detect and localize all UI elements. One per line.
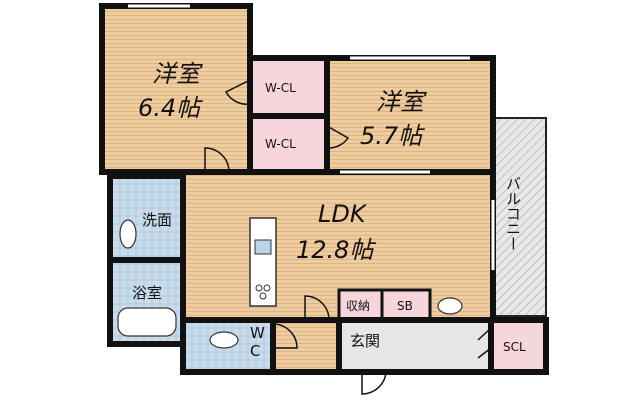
western-room-a-size: 6.4帖 xyxy=(138,94,203,122)
kitchen-sink xyxy=(254,239,272,255)
shoe-closet xyxy=(488,317,549,375)
door-western-a xyxy=(204,147,230,173)
shoe-box xyxy=(380,288,432,322)
western-room-b-name: 洋室 xyxy=(376,88,427,116)
stove-burner xyxy=(255,284,263,292)
bathroom-label: 浴室 xyxy=(132,284,162,302)
walk-in-closet-upper-label: W-CL xyxy=(265,81,296,95)
entrance-fixture xyxy=(437,297,463,315)
walk-in-closet-lower-label: W-CL xyxy=(265,137,296,151)
western-room-b-size: 5.7帖 xyxy=(360,122,425,150)
toilet-label-w: W xyxy=(250,324,265,342)
washroom xyxy=(107,173,186,263)
toilet-label-c: C xyxy=(250,342,260,360)
storage-label: 収納 xyxy=(346,299,370,313)
scl-label: SCL xyxy=(503,340,526,354)
door-toilet xyxy=(272,323,298,349)
ldk-name: LDK xyxy=(318,200,368,228)
stove-burner xyxy=(259,292,267,300)
kitchen-counter xyxy=(249,217,277,307)
door-scl xyxy=(477,327,492,359)
door-ldk-hall xyxy=(304,295,330,321)
washroom-label: 洗面 xyxy=(142,211,172,229)
toilet-bowl xyxy=(209,331,239,349)
shoe-box-label: SB xyxy=(397,299,413,313)
door-closet-lower xyxy=(326,125,350,149)
corridor xyxy=(270,317,342,375)
toilet-room xyxy=(180,317,276,375)
wash-basin xyxy=(119,219,137,249)
door-entrance xyxy=(361,371,387,395)
walk-in-closet-lower xyxy=(247,113,330,175)
western-room-a-name: 洋室 xyxy=(152,60,203,88)
balcony xyxy=(491,117,547,317)
ldk-size: 12.8帖 xyxy=(296,236,376,264)
western-room-a xyxy=(99,3,253,175)
bathtub xyxy=(117,307,177,337)
stove-burner xyxy=(263,284,271,292)
door-closet-upper xyxy=(224,79,251,105)
entrance-label: 玄関 xyxy=(350,332,380,350)
balcony-label: バルコニー xyxy=(504,176,522,251)
